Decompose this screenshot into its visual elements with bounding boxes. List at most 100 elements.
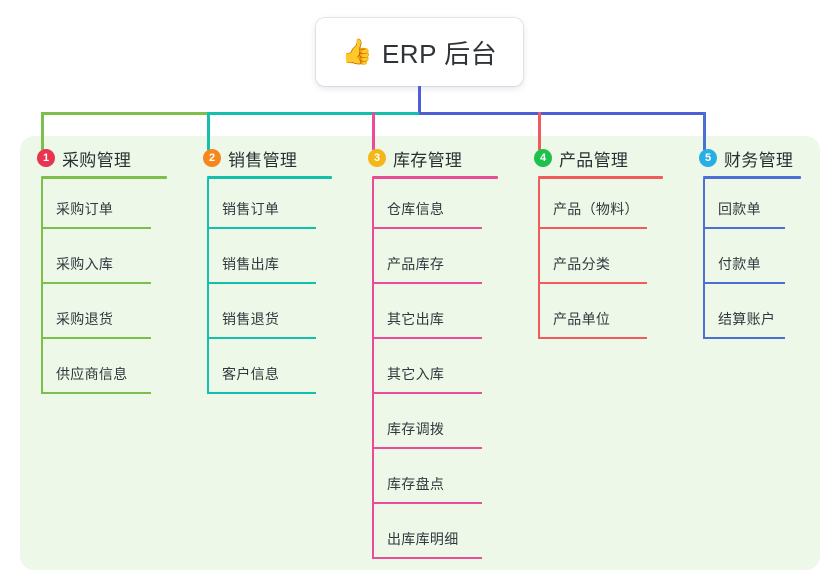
branch-spine-5 xyxy=(703,179,705,339)
branch-children-3: 仓库信息产品库存其它出库其它入库库存调拨库存盘点出库库明细 xyxy=(351,179,517,564)
leaf-label: 销售出库 xyxy=(222,256,280,272)
leaf-item[interactable]: 产品单位 xyxy=(517,289,682,344)
branches-panel xyxy=(20,136,820,570)
leaf-label: 结算账户 xyxy=(718,311,776,327)
leaf-item[interactable]: 供应商信息 xyxy=(20,344,186,399)
leaf-rule xyxy=(703,227,785,229)
branch-header-1[interactable]: 1 采购管理 xyxy=(20,146,186,170)
leaf-rule xyxy=(372,557,482,559)
branch-title-3: 库存管理 xyxy=(393,150,463,170)
leaf-item[interactable]: 销售退货 xyxy=(186,289,351,344)
leaf-item[interactable]: 采购入库 xyxy=(20,234,186,289)
leaf-item[interactable]: 库存盘点 xyxy=(351,454,517,509)
branch-badge-2: 2 xyxy=(203,149,221,167)
leaf-item[interactable]: 销售订单 xyxy=(186,179,351,234)
leaf-label: 产品分类 xyxy=(553,256,611,272)
leaf-label: 产品库存 xyxy=(387,256,445,272)
leaf-label: 客户信息 xyxy=(222,366,280,382)
branch-rule-1 xyxy=(41,176,167,179)
leaf-item[interactable]: 库存调拨 xyxy=(351,399,517,454)
branch-children-2: 销售订单销售出库销售退货客户信息 xyxy=(186,179,351,399)
branch-children-5: 回款单付款单结算账户 xyxy=(682,179,820,344)
leaf-rule xyxy=(207,227,316,229)
leaf-rule xyxy=(207,282,316,284)
leaf-item[interactable]: 产品（物料） xyxy=(517,179,682,234)
leaf-item[interactable]: 产品库存 xyxy=(351,234,517,289)
leaf-rule xyxy=(41,282,151,284)
root-node[interactable]: 👍 ERP 后台 xyxy=(316,18,523,86)
branch-drop-connector-3 xyxy=(372,112,375,150)
branch-drop-connector-5 xyxy=(703,112,706,150)
leaf-rule xyxy=(538,282,647,284)
leaf-label: 供应商信息 xyxy=(56,366,128,382)
leaf-item[interactable]: 采购订单 xyxy=(20,179,186,234)
leaf-rule xyxy=(41,227,151,229)
leaf-item[interactable]: 出库库明细 xyxy=(351,509,517,564)
branch-1: 1 采购管理采购订单采购入库采购退货供应商信息 xyxy=(20,146,186,399)
leaf-rule xyxy=(372,282,482,284)
leaf-rule xyxy=(372,392,482,394)
leaf-item[interactable]: 回款单 xyxy=(682,179,820,234)
leaf-label: 回款单 xyxy=(718,201,761,217)
branch-spine-3 xyxy=(372,179,374,559)
branch-header-5[interactable]: 5 财务管理 xyxy=(682,146,820,170)
branch-spine-2 xyxy=(207,179,209,394)
leaf-label: 销售订单 xyxy=(222,201,280,217)
branch-drop-connector-2 xyxy=(207,112,210,150)
leaf-rule xyxy=(372,502,482,504)
branch-badge-5: 5 xyxy=(699,149,717,167)
leaf-rule xyxy=(372,227,482,229)
leaf-item[interactable]: 其它出库 xyxy=(351,289,517,344)
branch-header-2[interactable]: 2 销售管理 xyxy=(186,146,351,170)
branch-5: 5 财务管理回款单付款单结算账户 xyxy=(682,146,820,344)
branch-children-4: 产品（物料） 产品分类产品单位 xyxy=(517,179,682,344)
thumbs-up-emoji: 👍 xyxy=(341,37,373,66)
leaf-rule xyxy=(372,447,482,449)
leaf-item[interactable]: 结算账户 xyxy=(682,289,820,344)
leaf-label: 采购订单 xyxy=(56,201,114,217)
branch-drop-connector-4 xyxy=(538,112,541,150)
leaf-rule xyxy=(41,392,151,394)
branch-rule-5 xyxy=(703,176,801,179)
branch-spine-4 xyxy=(538,179,540,339)
branch-badge-1: 1 xyxy=(37,149,55,167)
branch-title-5: 财务管理 xyxy=(724,150,794,170)
branch-drop-connector-1 xyxy=(41,112,44,150)
leaf-item[interactable]: 产品分类 xyxy=(517,234,682,289)
leaf-item[interactable]: 客户信息 xyxy=(186,344,351,399)
bus-segment-teal xyxy=(207,112,419,115)
leaf-item[interactable]: 付款单 xyxy=(682,234,820,289)
branch-badge-4: 4 xyxy=(534,149,552,167)
leaf-rule xyxy=(372,337,482,339)
branch-2: 2 销售管理销售订单销售出库销售退货客户信息 xyxy=(186,146,351,399)
leaf-label: 采购入库 xyxy=(56,256,114,272)
leaf-rule xyxy=(207,337,316,339)
leaf-item[interactable]: 其它入库 xyxy=(351,344,517,399)
branch-title-1: 采购管理 xyxy=(62,150,132,170)
leaf-label: 销售退货 xyxy=(222,311,280,327)
leaf-item[interactable]: 采购退货 xyxy=(20,289,186,344)
branch-rule-4 xyxy=(538,176,663,179)
root-node-content: 👍 ERP 后台 xyxy=(342,34,497,71)
branch-title-2: 销售管理 xyxy=(228,150,298,170)
leaf-label: 采购退货 xyxy=(56,311,114,327)
branch-rule-2 xyxy=(207,176,332,179)
leaf-rule xyxy=(41,337,151,339)
leaf-label: 其它入库 xyxy=(387,366,445,382)
root-stem-connector xyxy=(418,86,421,115)
leaf-item[interactable]: 仓库信息 xyxy=(351,179,517,234)
branch-title-4: 产品管理 xyxy=(559,150,629,170)
leaf-item[interactable]: 销售出库 xyxy=(186,234,351,289)
leaf-rule xyxy=(538,227,647,229)
branch-4: 4 产品管理产品（物料） 产品分类产品单位 xyxy=(517,146,682,344)
leaf-label: 付款单 xyxy=(718,256,761,272)
leaf-label: 产品（物料） xyxy=(553,201,639,217)
leaf-label: 库存调拨 xyxy=(387,421,445,437)
leaf-rule xyxy=(703,337,785,339)
branch-children-1: 采购订单采购入库采购退货供应商信息 xyxy=(20,179,186,399)
branch-spine-1 xyxy=(41,179,43,394)
branch-header-4[interactable]: 4 产品管理 xyxy=(517,146,682,170)
leaf-rule xyxy=(538,337,647,339)
